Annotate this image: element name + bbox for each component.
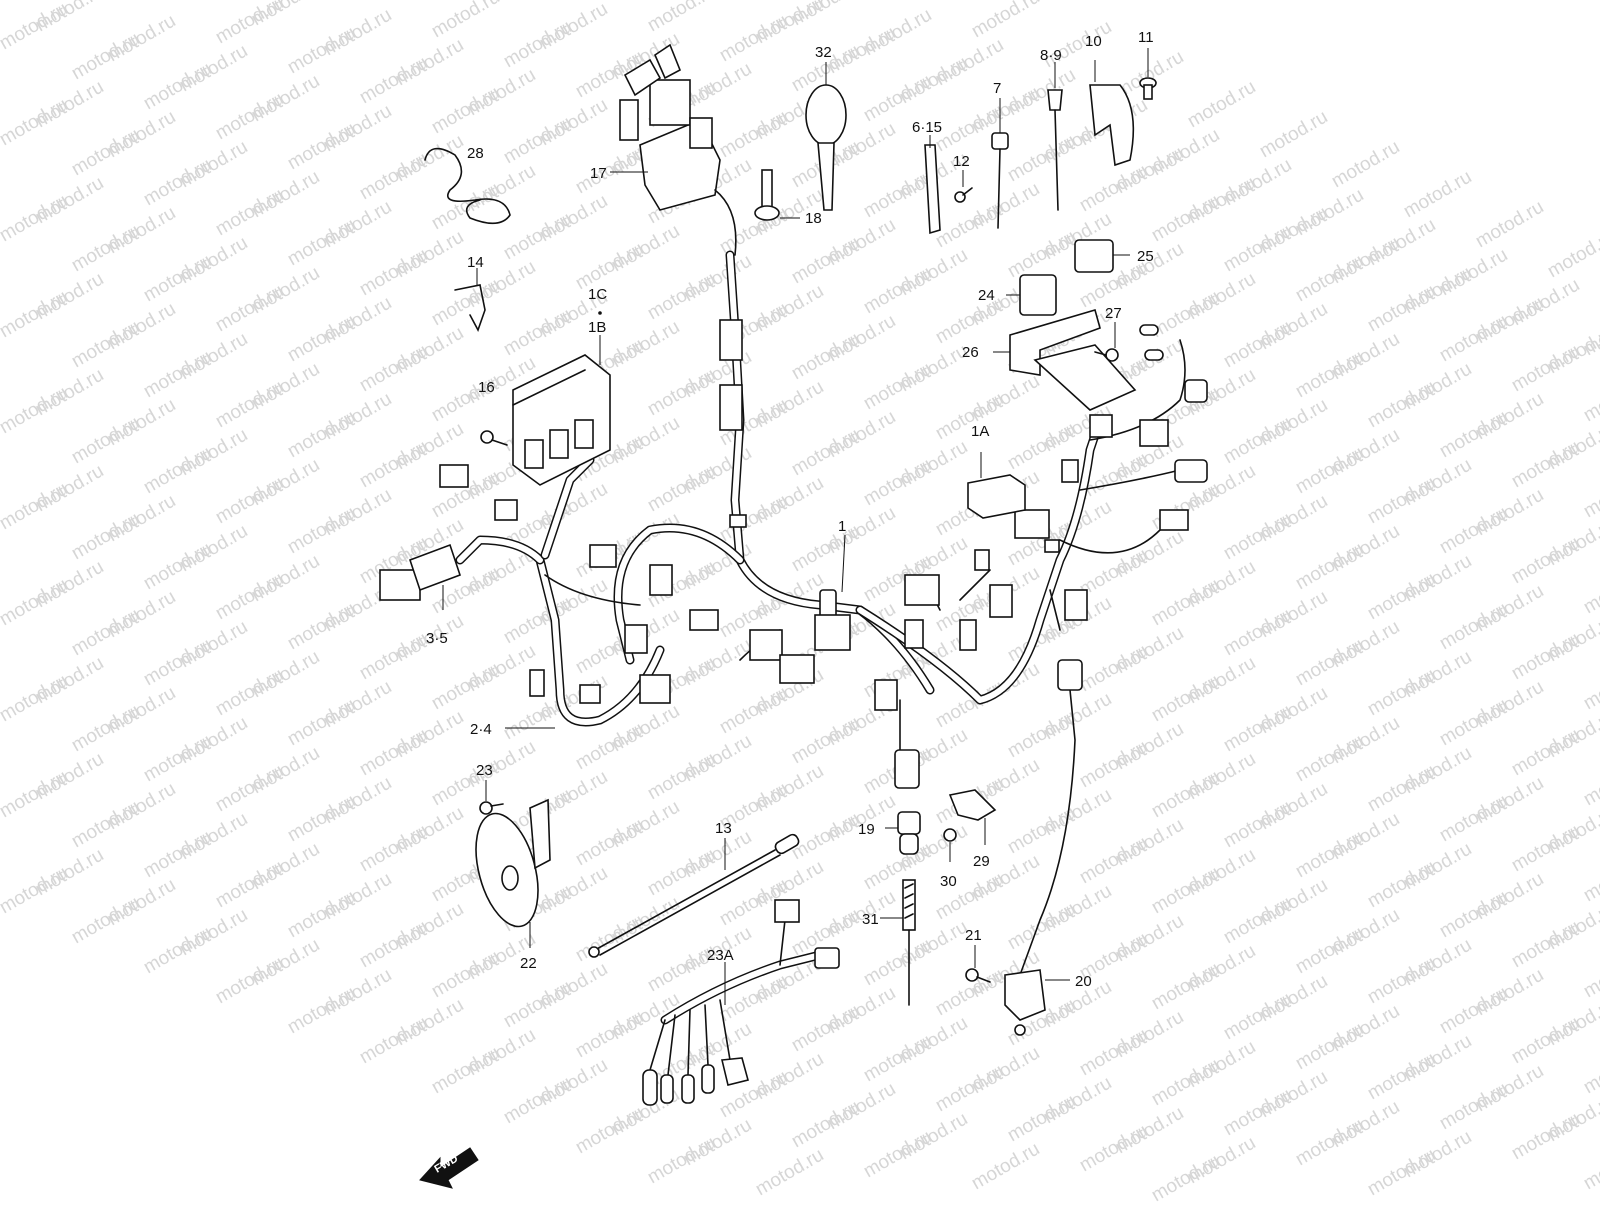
callout-16: 16	[478, 379, 495, 396]
screw-30	[943, 828, 957, 862]
callout-25: 25	[1137, 248, 1154, 265]
callout-20: 20	[1075, 973, 1092, 990]
fuse-box	[512, 335, 611, 486]
harness-connectors	[439, 319, 1208, 789]
callout-31: 31	[862, 911, 879, 928]
sub-harness-23a	[642, 899, 840, 1106]
callout-11: 11	[1138, 29, 1154, 46]
callout-27: 27	[1105, 305, 1122, 322]
connector-3-5	[379, 543, 462, 610]
relay-24	[1006, 274, 1057, 316]
bolt-18	[754, 169, 800, 221]
relay-25	[1074, 239, 1130, 273]
callout-6-15: 6·15	[912, 119, 942, 136]
callout-3-5: 3·5	[426, 630, 448, 647]
callout-8-9: 8·9	[1040, 47, 1062, 64]
callout-21: 21	[965, 927, 982, 944]
rivet-11	[1139, 48, 1157, 100]
leader-1	[841, 534, 846, 593]
horn-22	[475, 798, 551, 948]
callout-29: 29	[973, 853, 990, 870]
callout-18: 18	[805, 210, 822, 227]
spring-31	[880, 879, 916, 1006]
callout-2-4: 2·4	[470, 721, 492, 738]
callout-7: 7	[993, 80, 1001, 97]
main-wiring-harness	[455, 250, 1186, 751]
spring-28	[424, 147, 511, 225]
screw-21	[965, 945, 991, 983]
clamp-10	[1089, 60, 1135, 167]
callout-1b: 1B	[588, 319, 606, 336]
callout-23a: 23A	[707, 947, 734, 964]
callout-14: 14	[467, 254, 484, 271]
callout-26: 26	[962, 344, 979, 361]
callout-13: 13	[715, 820, 732, 837]
bracket-26	[993, 309, 1137, 411]
clip-14	[454, 268, 486, 332]
ignition-switch	[610, 43, 737, 256]
callout-17: 17	[590, 165, 607, 182]
callout-1b-1c-dot	[598, 311, 602, 315]
bracket-29	[948, 789, 997, 845]
callout-19: 19	[858, 821, 875, 838]
callout-1c: 1C	[588, 286, 607, 303]
fwd-arrow-icon: FWD	[419, 1147, 479, 1189]
screw-23	[479, 780, 504, 815]
bolt-16	[480, 430, 508, 446]
callout-12: 12	[953, 153, 970, 170]
part-1a-module	[967, 452, 1026, 519]
callout-1: 1	[838, 518, 846, 535]
callout-1a: 1A	[971, 423, 989, 440]
sensor-20	[1004, 659, 1083, 1036]
clip-6-15	[924, 135, 941, 235]
key-32	[805, 62, 847, 211]
callout-30: 30	[940, 873, 957, 890]
switch-19	[885, 811, 921, 855]
screw-12	[954, 170, 973, 203]
lead-wire-13	[588, 833, 800, 958]
screw-27	[1094, 322, 1164, 362]
callout-28: 28	[467, 145, 484, 162]
callout-32: 32	[815, 44, 832, 61]
callout-23: 23	[476, 762, 493, 779]
cable-tie-8-9	[1047, 62, 1063, 211]
callout-10: 10	[1085, 33, 1102, 50]
callout-22: 22	[520, 955, 537, 972]
cable-tie-7	[991, 98, 1009, 229]
callout-24: 24	[978, 287, 995, 304]
callout-labels: 1 1A 1B 1C 2·4 3·5 6·15 7 8·9 10 11 12 1…	[426, 29, 1154, 990]
